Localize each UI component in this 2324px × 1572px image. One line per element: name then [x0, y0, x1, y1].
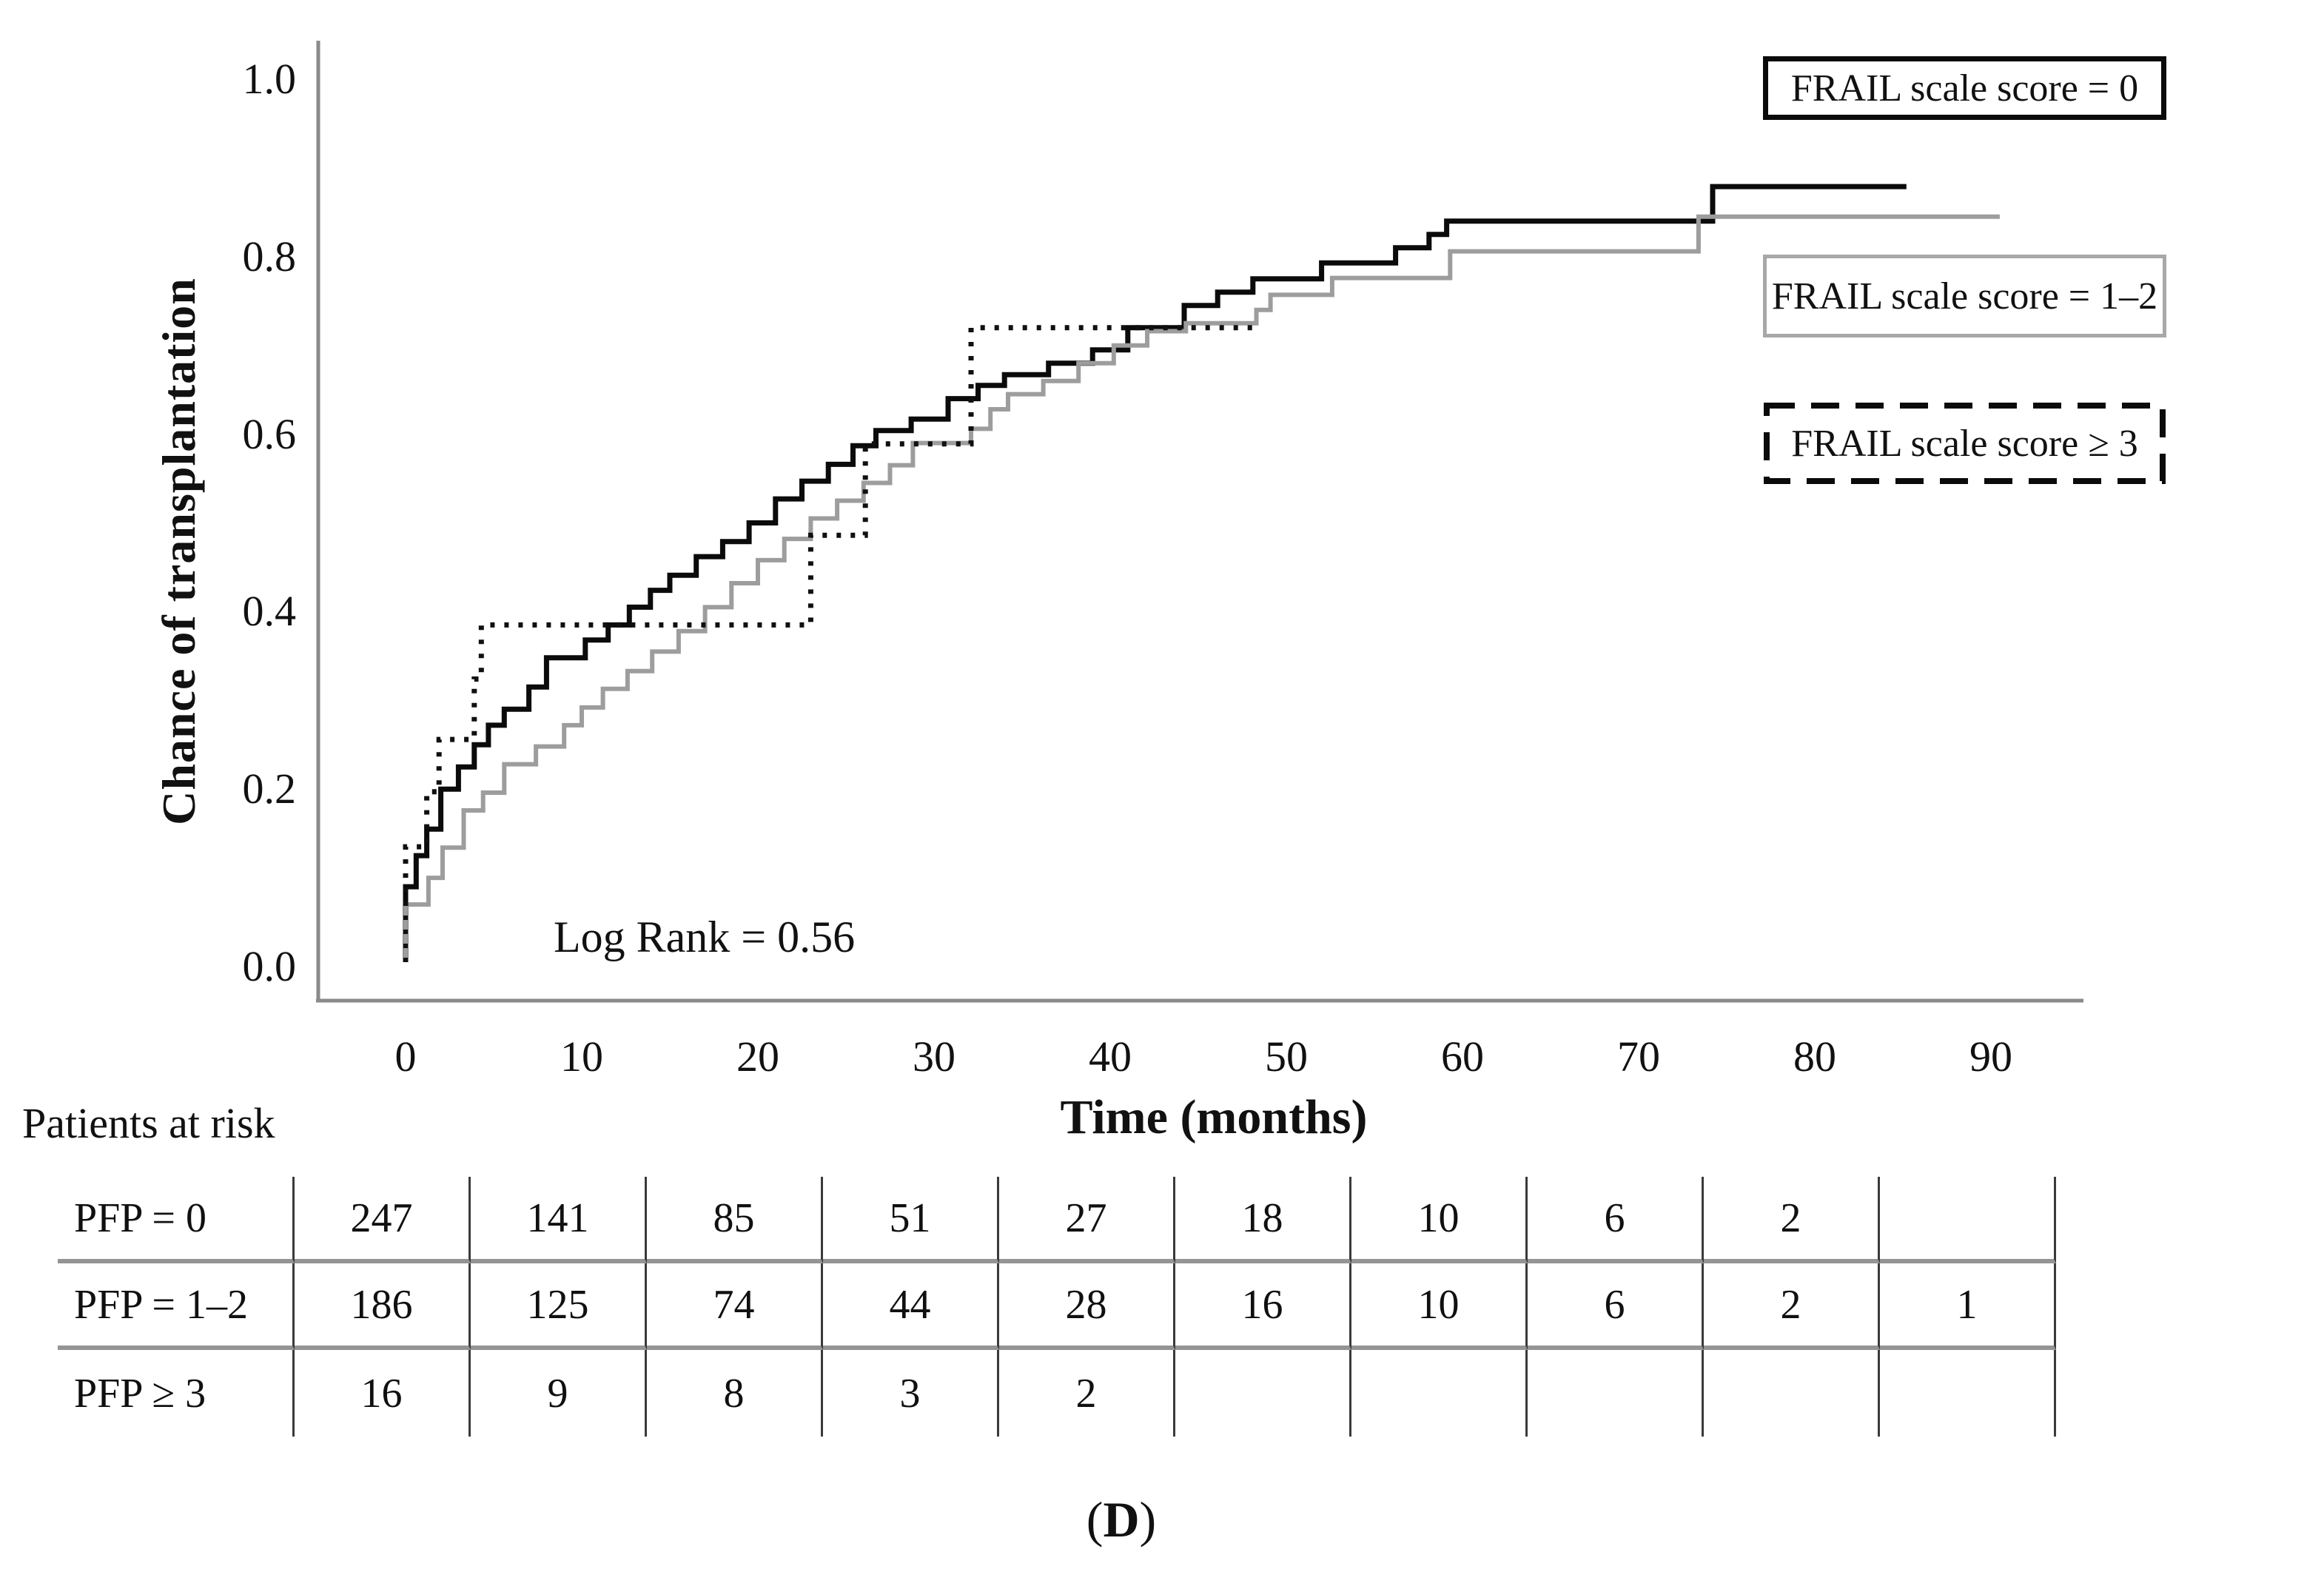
y-tick-label: 1.0 [242, 55, 297, 103]
x-tick-label: 70 [1617, 1032, 1660, 1081]
y-tick-label: 0.8 [242, 232, 297, 281]
risk-count-cell: 10 [1351, 1263, 1528, 1350]
x-tick-label: 10 [560, 1032, 603, 1081]
caption-paren-close: ) [1139, 1491, 1157, 1548]
legend-item-2: FRAIL scale score ≥ 3 [1763, 402, 2166, 485]
legend-item-1: FRAIL scale score = 1–2 [1763, 255, 2166, 337]
x-tick-label: 80 [1793, 1032, 1836, 1081]
y-tick-label: 0.2 [242, 765, 297, 813]
legend-dashed-border [1764, 403, 2166, 484]
risk-count-cell: 51 [823, 1177, 999, 1263]
risk-count-cell: 85 [647, 1177, 823, 1263]
risk-row-label: PFP ≥ 3 [58, 1350, 295, 1437]
legend-label: FRAIL scale score ≥ 3 [1791, 422, 2138, 465]
risk-count-cell: 16 [295, 1350, 471, 1437]
risk-count-cell: 2 [1704, 1263, 1880, 1350]
x-tick-label: 50 [1265, 1032, 1308, 1081]
risk-count-cell: 8 [647, 1350, 823, 1437]
log-rank-annotation: Log Rank = 0.56 [554, 913, 856, 961]
x-tick-label: 20 [736, 1032, 779, 1081]
x-axis-title: Time (months) [1060, 1090, 1368, 1144]
x-tick-label: 40 [1089, 1032, 1132, 1081]
caption-letter: D [1103, 1491, 1140, 1548]
risk-count-cell: 6 [1528, 1263, 1704, 1350]
risk-count-cell [1704, 1350, 1880, 1437]
risk-table-title: Patients at risk [22, 1099, 275, 1147]
risk-count-cell: 186 [295, 1263, 471, 1350]
risk-count-cell: 10 [1351, 1177, 1528, 1263]
risk-count-cell [1351, 1350, 1528, 1437]
risk-count-cell: 6 [1528, 1177, 1704, 1263]
risk-count-cell: 16 [1175, 1263, 1351, 1350]
risk-count-cell: 141 [471, 1177, 647, 1263]
x-tick-label: 30 [913, 1032, 956, 1081]
legend-item-0: FRAIL scale score = 0 [1763, 56, 2166, 120]
x-tick-label: 90 [1969, 1032, 2012, 1081]
curve-frail-ge-3 [403, 325, 1253, 962]
caption-paren-open: ( [1086, 1491, 1104, 1548]
risk-count-cell: 2 [1704, 1177, 1880, 1263]
risk-count-cell: 3 [823, 1350, 999, 1437]
curve-frail-1-2 [403, 214, 2000, 962]
risk-row-label: PFP = 0 [58, 1177, 295, 1263]
legend-label: FRAIL scale score = 0 [1790, 67, 2139, 110]
legend-label: FRAIL scale score = 1–2 [1771, 275, 2158, 318]
x-tick-label: 60 [1441, 1032, 1484, 1081]
risk-count-cell: 28 [999, 1263, 1175, 1350]
risk-count-cell [1880, 1177, 2056, 1263]
risk-count-cell: 18 [1175, 1177, 1351, 1263]
risk-count-cell [1175, 1350, 1351, 1437]
risk-count-cell [1528, 1350, 1704, 1437]
x-tick-label: 0 [394, 1032, 417, 1081]
risk-count-cell: 9 [471, 1350, 647, 1437]
risk-count-cell [1880, 1350, 2056, 1437]
risk-row-label: PFP = 1–2 [58, 1263, 295, 1350]
risk-count-cell: 27 [999, 1177, 1175, 1263]
risk-count-cell: 1 [1880, 1263, 2056, 1350]
y-tick-label: 0.6 [242, 409, 297, 458]
risk-count-cell: 74 [647, 1263, 823, 1350]
risk-count-cell: 2 [999, 1350, 1175, 1437]
y-tick-label: 0.0 [242, 942, 297, 990]
panel-caption: (D) [973, 1491, 1269, 1549]
risk-count-cell: 125 [471, 1263, 647, 1350]
curve-frail-0 [403, 184, 1907, 962]
risk-count-cell: 247 [295, 1177, 471, 1263]
risk-count-cell: 44 [823, 1263, 999, 1350]
y-tick-label: 0.4 [242, 587, 297, 636]
